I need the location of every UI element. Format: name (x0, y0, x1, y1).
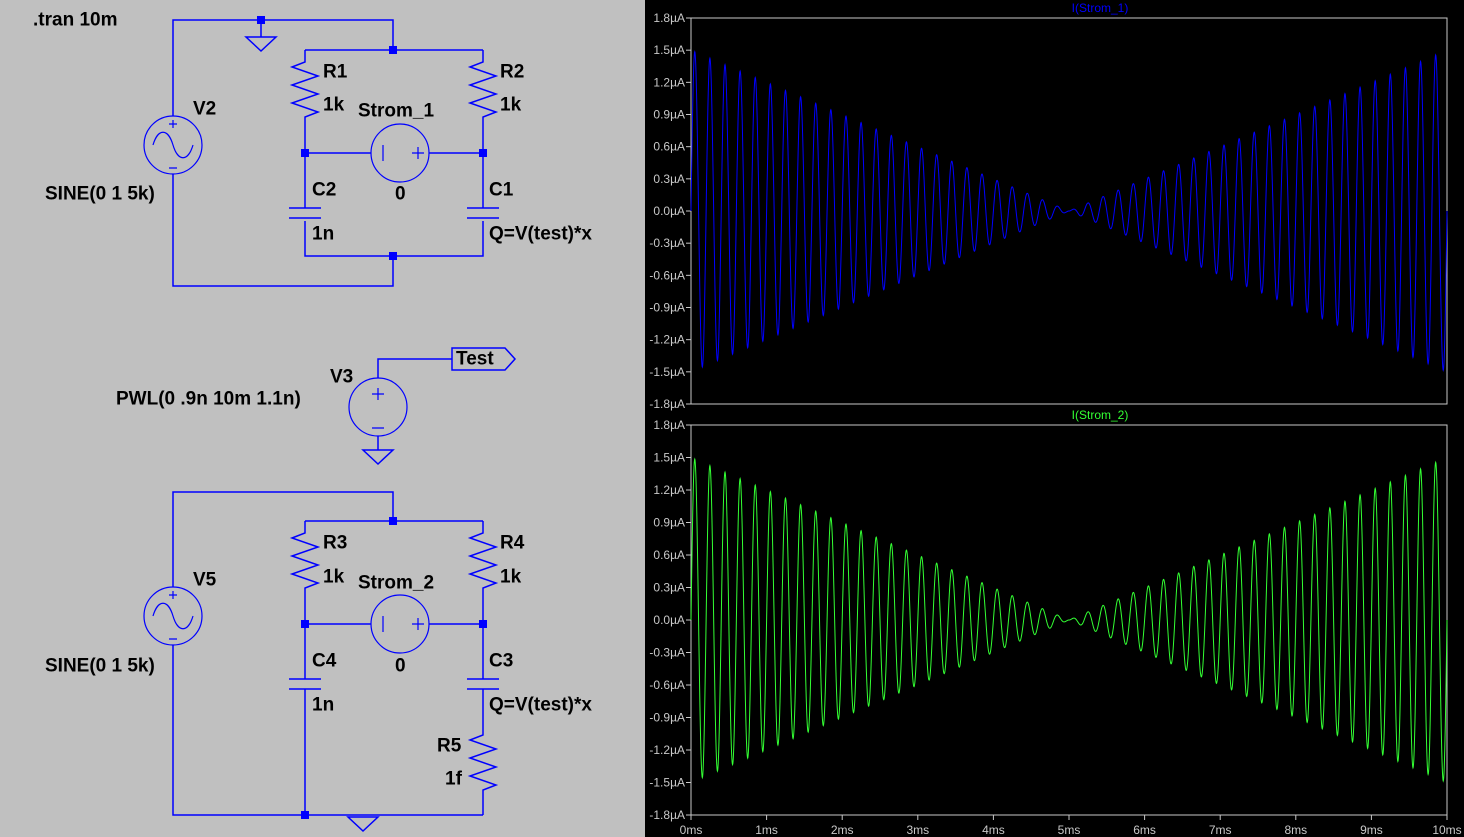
y-tick-label: 1.2µA (653, 483, 685, 497)
v5-name: V5 (193, 570, 217, 591)
y-tick-label: -1.2µA (649, 333, 685, 347)
trace-i-strom-1- (690, 49, 1448, 372)
r2-value[interactable]: 1k (500, 95, 522, 116)
y-tick-label: -1.5µA (649, 365, 685, 379)
v3-value[interactable]: PWL(0 .9n 10m 1.1n) (116, 389, 301, 410)
r5-value[interactable]: 1f (445, 769, 463, 790)
current-source-strom-1[interactable] (370, 123, 430, 183)
junction-dots (257, 16, 487, 819)
r3-value[interactable]: 1k (323, 567, 345, 588)
waveform-viewer[interactable]: I(Strom_1) 1.8µA 1.5µA 1.2µA 0.9µA 0.6µA 0.3µA… (645, 0, 1464, 837)
y-tick-label: -1.8µA (649, 808, 685, 822)
v2-name: V2 (193, 99, 216, 120)
r1-value[interactable]: 1k (323, 95, 345, 116)
y-tick-label: -1.8µA (649, 397, 685, 411)
y-tick-label: 0.0µA (653, 204, 685, 218)
trace-i-strom-2- (690, 457, 1448, 783)
r3-name: R3 (323, 533, 347, 554)
x-tick-label: 9ms (1360, 823, 1383, 837)
c4-value[interactable]: 1n (312, 695, 334, 716)
net-label-text: Test (456, 349, 494, 370)
y-tick-label: -0.6µA (649, 268, 685, 282)
y-tick-label: -0.6µA (649, 678, 685, 692)
y-tick-label: 0.6µA (653, 140, 685, 154)
y-tick-label: 1.5µA (653, 43, 685, 57)
net-label-flag[interactable] (451, 347, 517, 371)
x-tick-label: 7ms (1209, 823, 1232, 837)
schematic-editor[interactable]: .tran 10m V2 SINE(0 1 5k) R1 1k R2 1k St… (0, 0, 645, 837)
y-tick-label: 0.3µA (653, 172, 685, 186)
c1-value[interactable]: Q=V(test)*x (489, 224, 592, 245)
x-tick-label: 6ms (1133, 823, 1156, 837)
c3-name: C3 (489, 651, 513, 672)
ground-symbol (361, 449, 395, 466)
x-tick-label: 2ms (831, 823, 854, 837)
c4-name: C4 (312, 651, 337, 672)
ground-symbol (346, 816, 380, 833)
strom2-name: Strom_2 (358, 573, 434, 594)
x-tick-label: 0ms (680, 823, 703, 837)
ground-symbol (244, 36, 278, 53)
strom1-name: Strom_1 (358, 101, 434, 122)
r1-name: R1 (323, 62, 348, 83)
v2-value[interactable]: SINE(0 1 5k) (45, 184, 155, 205)
sine-source-v2[interactable] (143, 115, 203, 175)
y-tick-label: -0.9µA (649, 711, 685, 725)
y-tick-label: 1.5µA (653, 451, 685, 465)
c2-name: C2 (312, 180, 336, 201)
v3-name: V3 (330, 367, 353, 388)
y-tick-label: 0.6µA (653, 548, 685, 562)
v5-value[interactable]: SINE(0 1 5k) (45, 656, 155, 677)
y-tick-label: 0.0µA (653, 613, 685, 627)
y-tick-label: -1.2µA (649, 743, 685, 757)
y-tick-label: 1.8µA (653, 11, 685, 25)
x-tick-label: 5ms (1058, 823, 1081, 837)
sine-source-v5[interactable] (143, 586, 203, 646)
y-tick-label: -1.5µA (649, 776, 685, 790)
y-tick-label: 0.9µA (653, 108, 685, 122)
x-tick-label: 4ms (982, 823, 1005, 837)
c2-value[interactable]: 1n (312, 224, 334, 245)
y-tick-label: 0.3µA (653, 581, 685, 595)
c1-name: C1 (489, 180, 514, 201)
strom1-value[interactable]: 0 (395, 184, 406, 205)
plot-title[interactable]: I(Strom_1) (1072, 1, 1129, 15)
x-tick-label: 8ms (1284, 823, 1307, 837)
c3-value[interactable]: Q=V(test)*x (489, 695, 592, 716)
wires (172, 19, 499, 816)
y-tick-label: -0.3µA (649, 236, 685, 250)
y-tick-label: 1.2µA (653, 75, 685, 89)
y-tick-label: -0.9µA (649, 301, 685, 315)
y-tick-label: 1.8µA (653, 418, 685, 432)
y-tick-label: -0.3µA (649, 646, 685, 660)
r4-name: R4 (500, 533, 525, 554)
x-tick-label: 1ms (755, 823, 778, 837)
plot-title[interactable]: I(Strom_2) (1072, 408, 1129, 422)
r5-name: R5 (437, 736, 462, 757)
x-tick-label: 10ms (1432, 823, 1461, 837)
x-tick-label: 3ms (906, 823, 929, 837)
r4-value[interactable]: 1k (500, 567, 522, 588)
y-tick-label: 0.9µA (653, 516, 685, 530)
tran-directive[interactable]: .tran 10m (33, 10, 117, 31)
strom2-value[interactable]: 0 (395, 656, 406, 677)
current-source-strom-2[interactable] (370, 594, 430, 654)
r2-name: R2 (500, 62, 524, 83)
pwl-source-v3[interactable] (348, 377, 408, 437)
